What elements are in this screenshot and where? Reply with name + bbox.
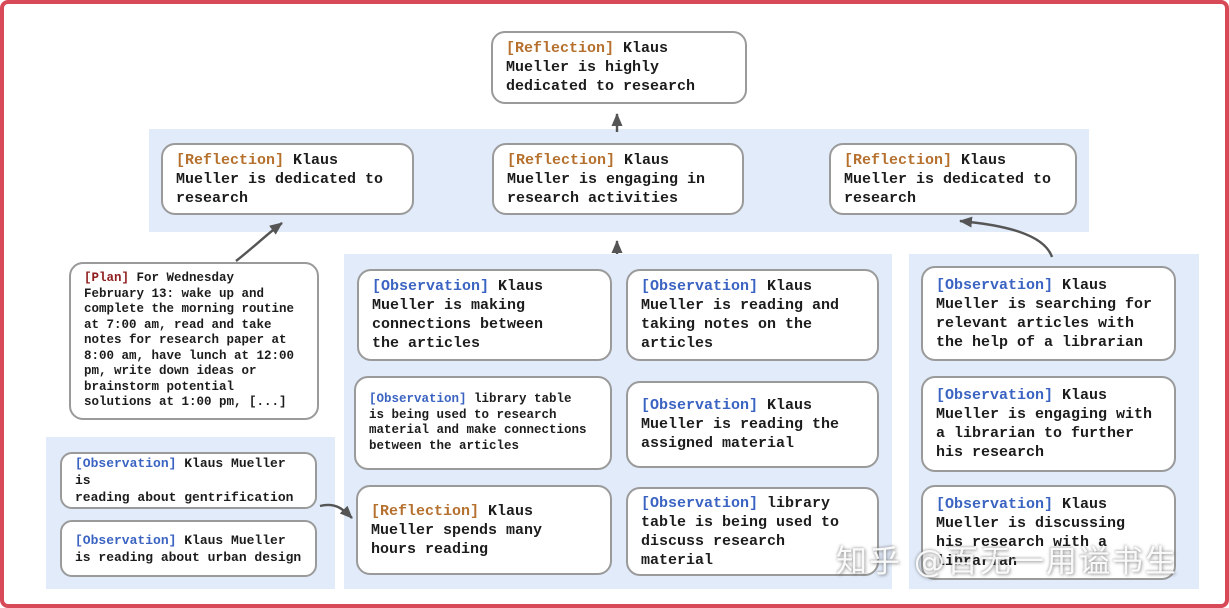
memory-node-observation-making-connections: [Observation] Klaus Mueller is making co… — [357, 269, 612, 361]
memory-node-observation-library-table-discuss: [Observation] library table is being use… — [626, 487, 879, 576]
node-text: [Observation] library table is being use… — [641, 494, 864, 570]
memory-node-reflection-hours-reading: [Reflection] Klaus Mueller spends many h… — [356, 485, 612, 575]
memory-node-reflection-right: [Reflection] Klaus Mueller is dedicated … — [829, 143, 1077, 215]
node-body-text: library table is being used to discuss r… — [641, 494, 840, 569]
node-body-text: Klaus Mueller is discussing his research… — [936, 495, 1126, 570]
node-text: [Observation] library table is being use… — [369, 392, 587, 454]
memory-node-observation-gentrification: [Observation] Klaus Mueller is reading a… — [60, 452, 317, 509]
node-body-text: Klaus Mueller is reading and taking note… — [641, 278, 840, 352]
node-text: [Observation] Klaus Mueller is discussin… — [936, 495, 1125, 571]
node-body-text: Klaus Mueller is reading about urban des… — [75, 532, 302, 565]
node-type-tag: [Reflection] — [507, 151, 616, 169]
memory-node-reflection-middle: [Reflection] Klaus Mueller is engaging i… — [492, 143, 744, 215]
memory-node-observation-taking-notes: [Observation] Klaus Mueller is reading a… — [626, 269, 879, 361]
node-type-tag: [Reflection] — [176, 151, 285, 169]
node-type-tag: [Plan] — [84, 271, 130, 286]
memory-node-plan: [Plan] For Wednesday February 13: wake u… — [69, 262, 319, 420]
node-body-text: Klaus Mueller is making connections betw… — [372, 278, 544, 352]
node-type-tag: [Observation] — [641, 397, 759, 414]
memory-node-observation-discussing-librarian: [Observation] Klaus Mueller is discussin… — [921, 485, 1176, 580]
node-type-tag: [Observation] — [372, 278, 490, 295]
node-type-tag: [Observation] — [75, 456, 177, 471]
node-body-text: Klaus Mueller is dedicated to research — [176, 151, 384, 207]
node-text: [Observation] Klaus Mueller is reading a… — [641, 277, 839, 353]
node-body-text: Klaus Mueller is highly dedicated to res… — [506, 40, 696, 95]
node-body-text: Klaus Mueller is reading the assigned ma… — [641, 397, 840, 452]
node-text: [Reflection] Klaus Mueller is dedicated … — [844, 151, 1051, 208]
node-text: [Observation] Klaus Mueller is reading t… — [641, 396, 839, 453]
node-body-text: Klaus Mueller spends many hours reading — [371, 502, 543, 558]
node-type-tag: [Reflection] — [844, 151, 953, 169]
node-text: [Observation] Klaus Mueller is reading a… — [75, 455, 302, 506]
node-type-tag: [Observation] — [936, 495, 1054, 513]
node-body-text: library table is being used to research … — [369, 392, 587, 453]
memory-node-observation-engaging-librarian: [Observation] Klaus Mueller is engaging … — [921, 376, 1176, 472]
node-text: [Reflection] Klaus Mueller spends many h… — [371, 502, 542, 559]
node-type-tag: [Observation] — [936, 276, 1054, 294]
memory-node-root-reflection: [Reflection] Klaus Mueller is highly ded… — [491, 31, 747, 104]
node-type-tag: [Reflection] — [506, 40, 615, 57]
memory-node-reflection-left: [Reflection] Klaus Mueller is dedicated … — [161, 143, 414, 215]
zhihu-watermark: 知乎 @百无一用谥书生 — [836, 544, 1178, 580]
memory-node-observation-assigned-material: [Observation] Klaus Mueller is reading t… — [626, 381, 879, 468]
memory-node-observation-searching-articles: [Observation] Klaus Mueller is searching… — [921, 266, 1176, 361]
node-type-tag: [Reflection] — [371, 502, 480, 520]
node-type-tag: [Observation] — [936, 387, 1054, 404]
node-body-text: Klaus Mueller is dedicated to research — [844, 151, 1052, 207]
node-type-tag: [Observation] — [369, 392, 467, 406]
node-body-text: For Wednesday February 13: wake up and c… — [84, 271, 295, 410]
node-type-tag: [Observation] — [641, 278, 759, 295]
node-type-tag: [Observation] — [641, 494, 759, 512]
node-text: [Observation] Klaus Mueller is searching… — [936, 276, 1152, 352]
node-body-text: Klaus Mueller is searching for relevant … — [936, 276, 1153, 351]
node-body-text: Klaus Mueller is reading about gentrific… — [75, 456, 294, 505]
node-body-text: Klaus Mueller is engaging with a librari… — [936, 387, 1153, 461]
node-text: [Reflection] Klaus Mueller is dedicated … — [176, 151, 383, 208]
node-body-text: Klaus Mueller is engaging in research ac… — [507, 151, 706, 207]
node-text: [Plan] For Wednesday February 13: wake u… — [84, 271, 294, 411]
node-text: [Observation] Klaus Mueller is engaging … — [936, 386, 1152, 462]
memory-node-observation-library-table-research: [Observation] library table is being use… — [354, 376, 612, 470]
node-text: [Reflection] Klaus Mueller is highly ded… — [506, 39, 695, 96]
node-text: [Observation] Klaus Mueller is reading a… — [75, 532, 301, 566]
node-text: [Reflection] Klaus Mueller is engaging i… — [507, 151, 705, 208]
node-text: [Observation] Klaus Mueller is making co… — [372, 277, 543, 353]
node-type-tag: [Observation] — [75, 532, 177, 548]
memory-node-observation-urban-design: [Observation] Klaus Mueller is reading a… — [60, 520, 317, 577]
